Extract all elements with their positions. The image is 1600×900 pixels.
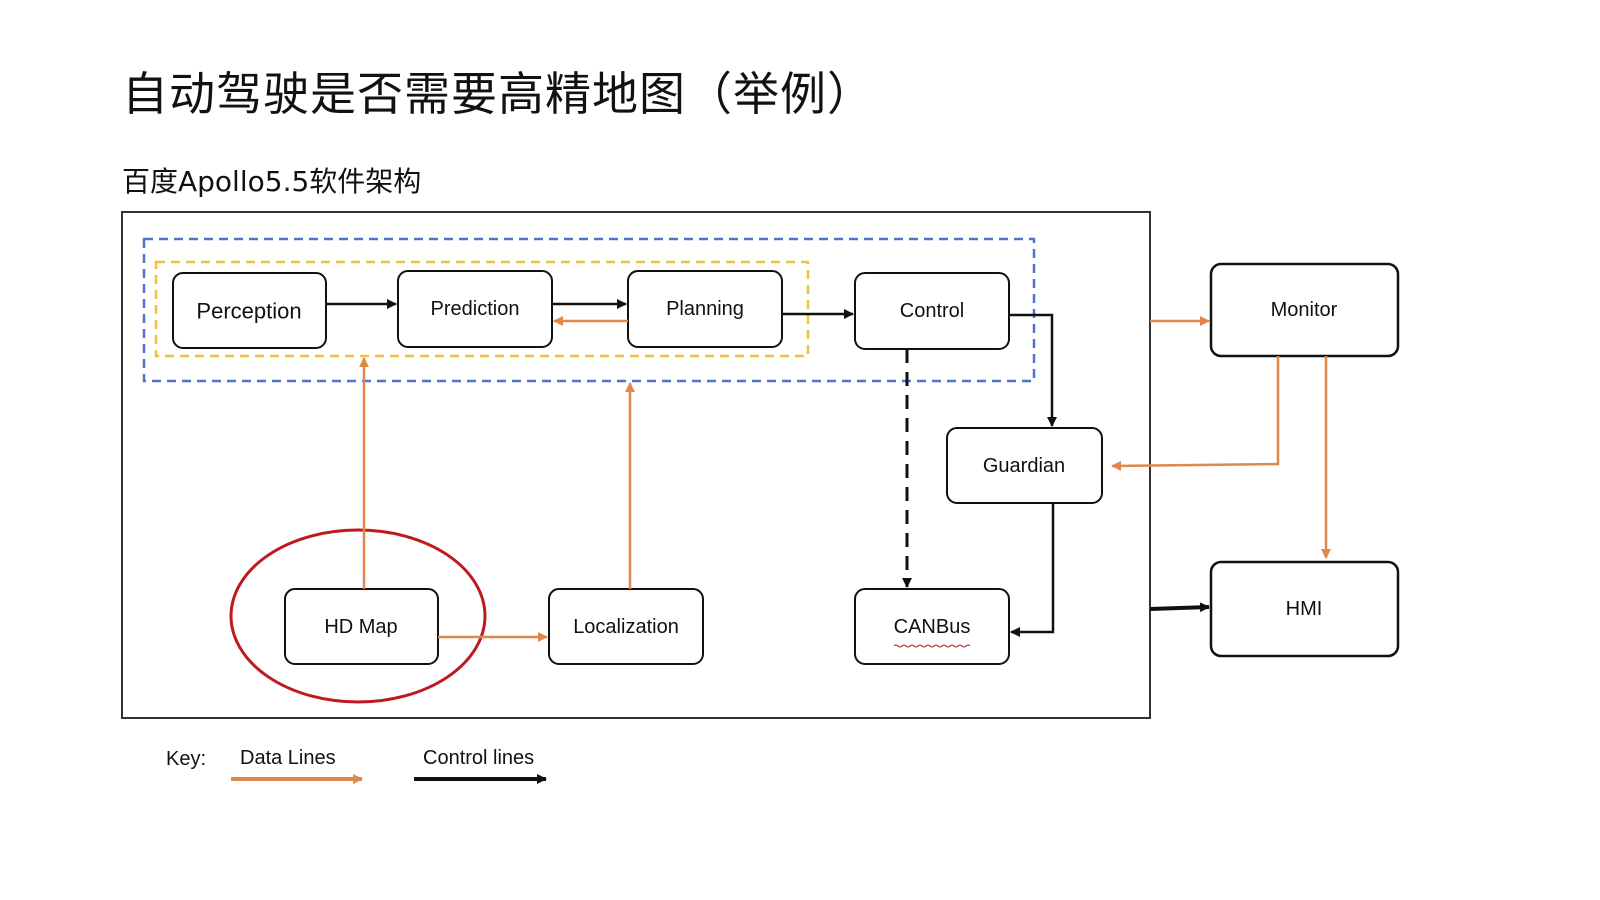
canbus-spellcheck-squiggle: [893, 644, 971, 648]
key-label: Key:: [166, 748, 206, 770]
localization-label: Localization: [573, 616, 679, 638]
control-label: Control: [900, 300, 964, 322]
canbus-node: CANBus: [854, 588, 1010, 665]
monitor-node: Monitor: [1209, 262, 1400, 358]
guardian-label: Guardian: [983, 455, 1065, 477]
hd-map-label: HD Map: [324, 616, 397, 638]
control-to-guardian-arrow: [1009, 313, 1057, 427]
hmi-node: HMI: [1209, 560, 1400, 658]
system-to-hmi-arrow: [1149, 602, 1210, 613]
yellow-dashed-group-box: [154, 260, 810, 358]
perception-label: Perception: [196, 299, 301, 324]
control-node: Control: [854, 272, 1010, 350]
guardian-node: Guardian: [946, 427, 1103, 504]
localization-node: Localization: [548, 588, 704, 665]
monitor-to-guardian-data-arrow: [1111, 356, 1280, 471]
hmi-label: HMI: [1286, 598, 1323, 620]
prediction-label: Prediction: [431, 298, 520, 320]
perception-node: Perception: [172, 272, 327, 349]
blue-dashed-group-box: [142, 237, 1036, 383]
monitor-label: Monitor: [1271, 299, 1338, 321]
page-title: 自动驾驶是否需要高精地图（举例）: [122, 67, 874, 121]
prediction-node: Prediction: [397, 270, 553, 348]
planning-label: Planning: [666, 298, 744, 320]
page-subtitle: 百度Apollo5.5软件架构: [122, 165, 422, 198]
guardian-to-canbus-arrow: [1010, 503, 1055, 637]
key-data-lines-label: Data Lines: [240, 747, 336, 769]
key-control-lines-label: Control lines: [423, 747, 534, 769]
planning-node: Planning: [627, 270, 783, 348]
hd-map-highlight-circle: [229, 528, 487, 704]
canbus-label: CANBus: [894, 616, 971, 638]
hd-map-node: HD Map: [284, 588, 439, 665]
